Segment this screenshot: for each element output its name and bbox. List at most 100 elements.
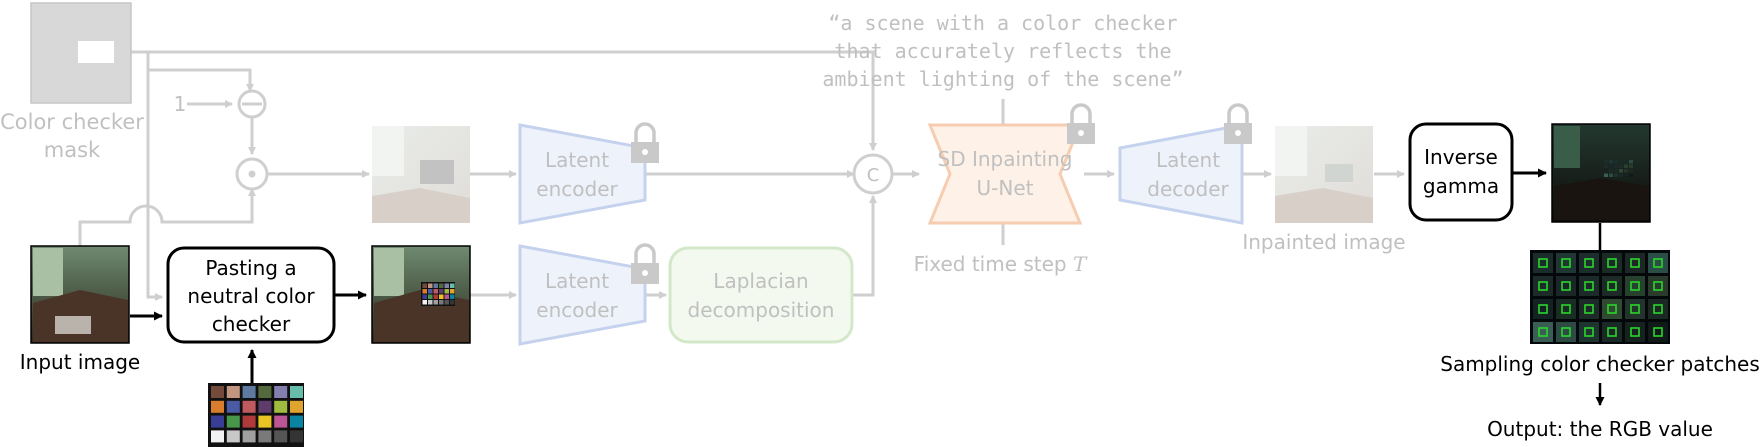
checker-swatch [1619, 160, 1623, 164]
sample-marker [1630, 258, 1640, 268]
checker-swatch [422, 300, 427, 305]
sample-marker [1584, 281, 1594, 291]
mask-to-concat-line [117, 50, 877, 151]
checker-swatch [1556, 253, 1576, 273]
checker-swatch [1619, 164, 1623, 168]
checker-swatch [226, 415, 240, 428]
checker-swatch [450, 294, 455, 299]
checker-swatch [242, 415, 256, 428]
checker-swatch [422, 289, 427, 294]
color-checker-chart [208, 383, 304, 447]
checker-swatch [1556, 299, 1576, 319]
pasting-label-line3: checker [212, 312, 291, 336]
sample-marker [1653, 327, 1663, 337]
checker-swatch [444, 283, 449, 288]
mask-to-paste-line [146, 52, 163, 301]
sample-marker [1653, 281, 1663, 291]
prompt-line3: ambient lighting of the scene” [822, 67, 1183, 91]
checker-swatch [1619, 173, 1623, 177]
color-checker-mask [30, 2, 132, 104]
checker-swatch [1602, 276, 1622, 296]
laplacian-decomposition [668, 246, 854, 344]
checker-swatch [1602, 322, 1622, 342]
checker-swatch [258, 430, 272, 443]
checker-swatch [1604, 169, 1608, 173]
checker-swatch [274, 386, 288, 398]
checker-swatch [211, 430, 224, 443]
checker-swatch [242, 430, 256, 443]
subtract-operator [237, 89, 267, 119]
checker-swatch [444, 300, 449, 305]
checker-swatch [274, 430, 288, 443]
decoder-label-line1: Latent [1156, 148, 1220, 172]
sample-marker [1607, 327, 1617, 337]
checker-swatch [1533, 299, 1553, 319]
inverse-gamma-label-line2: gamma [1423, 174, 1499, 198]
lock-icon [631, 122, 659, 163]
inpainted-label: Inpainted image [1242, 230, 1405, 254]
encoder-bottom-label-line1: Latent [545, 269, 609, 293]
checker-swatch [211, 400, 224, 413]
checker-swatch [1579, 322, 1599, 342]
input-label: Input image [20, 350, 140, 374]
checker-swatch [242, 400, 256, 413]
sd-inpainting-unet [927, 123, 1083, 225]
sample-marker [1538, 327, 1548, 337]
prompt-line1: “a scene with a color checker [828, 11, 1177, 35]
laplacian-label-line1: Laplacian [713, 269, 808, 293]
sample-marker [1584, 258, 1594, 268]
checker-swatch [290, 400, 303, 413]
checker-swatch [258, 415, 272, 428]
checker-swatch [1609, 160, 1613, 164]
checker-swatch [226, 430, 240, 443]
encoder-bottom-label-line2: encoder [536, 298, 618, 322]
checker-swatch [1648, 276, 1668, 296]
checker-swatch [274, 415, 288, 428]
checker-swatch [1624, 160, 1628, 164]
checker-swatch [428, 294, 433, 299]
checker-swatch [1625, 253, 1645, 273]
sample-marker [1607, 281, 1617, 291]
checker-swatch [439, 294, 444, 299]
checker-swatch [1614, 169, 1618, 173]
checker-swatch [290, 415, 303, 428]
checker-swatch [1602, 253, 1622, 273]
pasting-label-line2: neutral color [187, 284, 315, 308]
checker-swatch [1533, 253, 1553, 273]
checker-swatch [1533, 322, 1553, 342]
sample-marker [1607, 304, 1617, 314]
checker-swatch [1629, 173, 1633, 177]
sample-marker [1538, 304, 1548, 314]
checker-swatch [433, 294, 438, 299]
inverse-gamma-label-line1: Inverse [1424, 145, 1498, 169]
pasted-checker [421, 282, 455, 306]
sample-marker [1653, 258, 1663, 268]
encoder-top-label-line2: encoder [536, 177, 618, 201]
checker-swatch [433, 300, 438, 305]
checker-swatch [211, 415, 224, 428]
output-label: Output: the RGB value [1487, 417, 1713, 441]
checker-swatch [1604, 173, 1608, 177]
latent-decoder [1118, 123, 1244, 225]
checker-swatch [1629, 160, 1633, 164]
sample-marker [1630, 304, 1640, 314]
checker-swatch [1614, 164, 1618, 168]
checker-swatch [450, 300, 455, 305]
sample-marker [1630, 327, 1640, 337]
sample-marker [1561, 281, 1571, 291]
checker-swatch [226, 400, 240, 413]
checker-swatch [1579, 253, 1599, 273]
linear-output-image [1551, 123, 1651, 223]
checker-swatch [211, 386, 224, 398]
sample-marker [1561, 258, 1571, 268]
sample-marker [1653, 304, 1663, 314]
sample-marker [1584, 327, 1594, 337]
checker-swatch [1624, 164, 1628, 168]
checker-swatch [1648, 322, 1668, 342]
checker-swatch [290, 386, 303, 398]
input-to-multiply-line [78, 188, 256, 246]
checker-swatch [1629, 164, 1633, 168]
concat-label: C [867, 165, 880, 186]
unet-label-line2: U-Net [977, 176, 1034, 200]
laplacian-to-concat-line [852, 195, 877, 297]
